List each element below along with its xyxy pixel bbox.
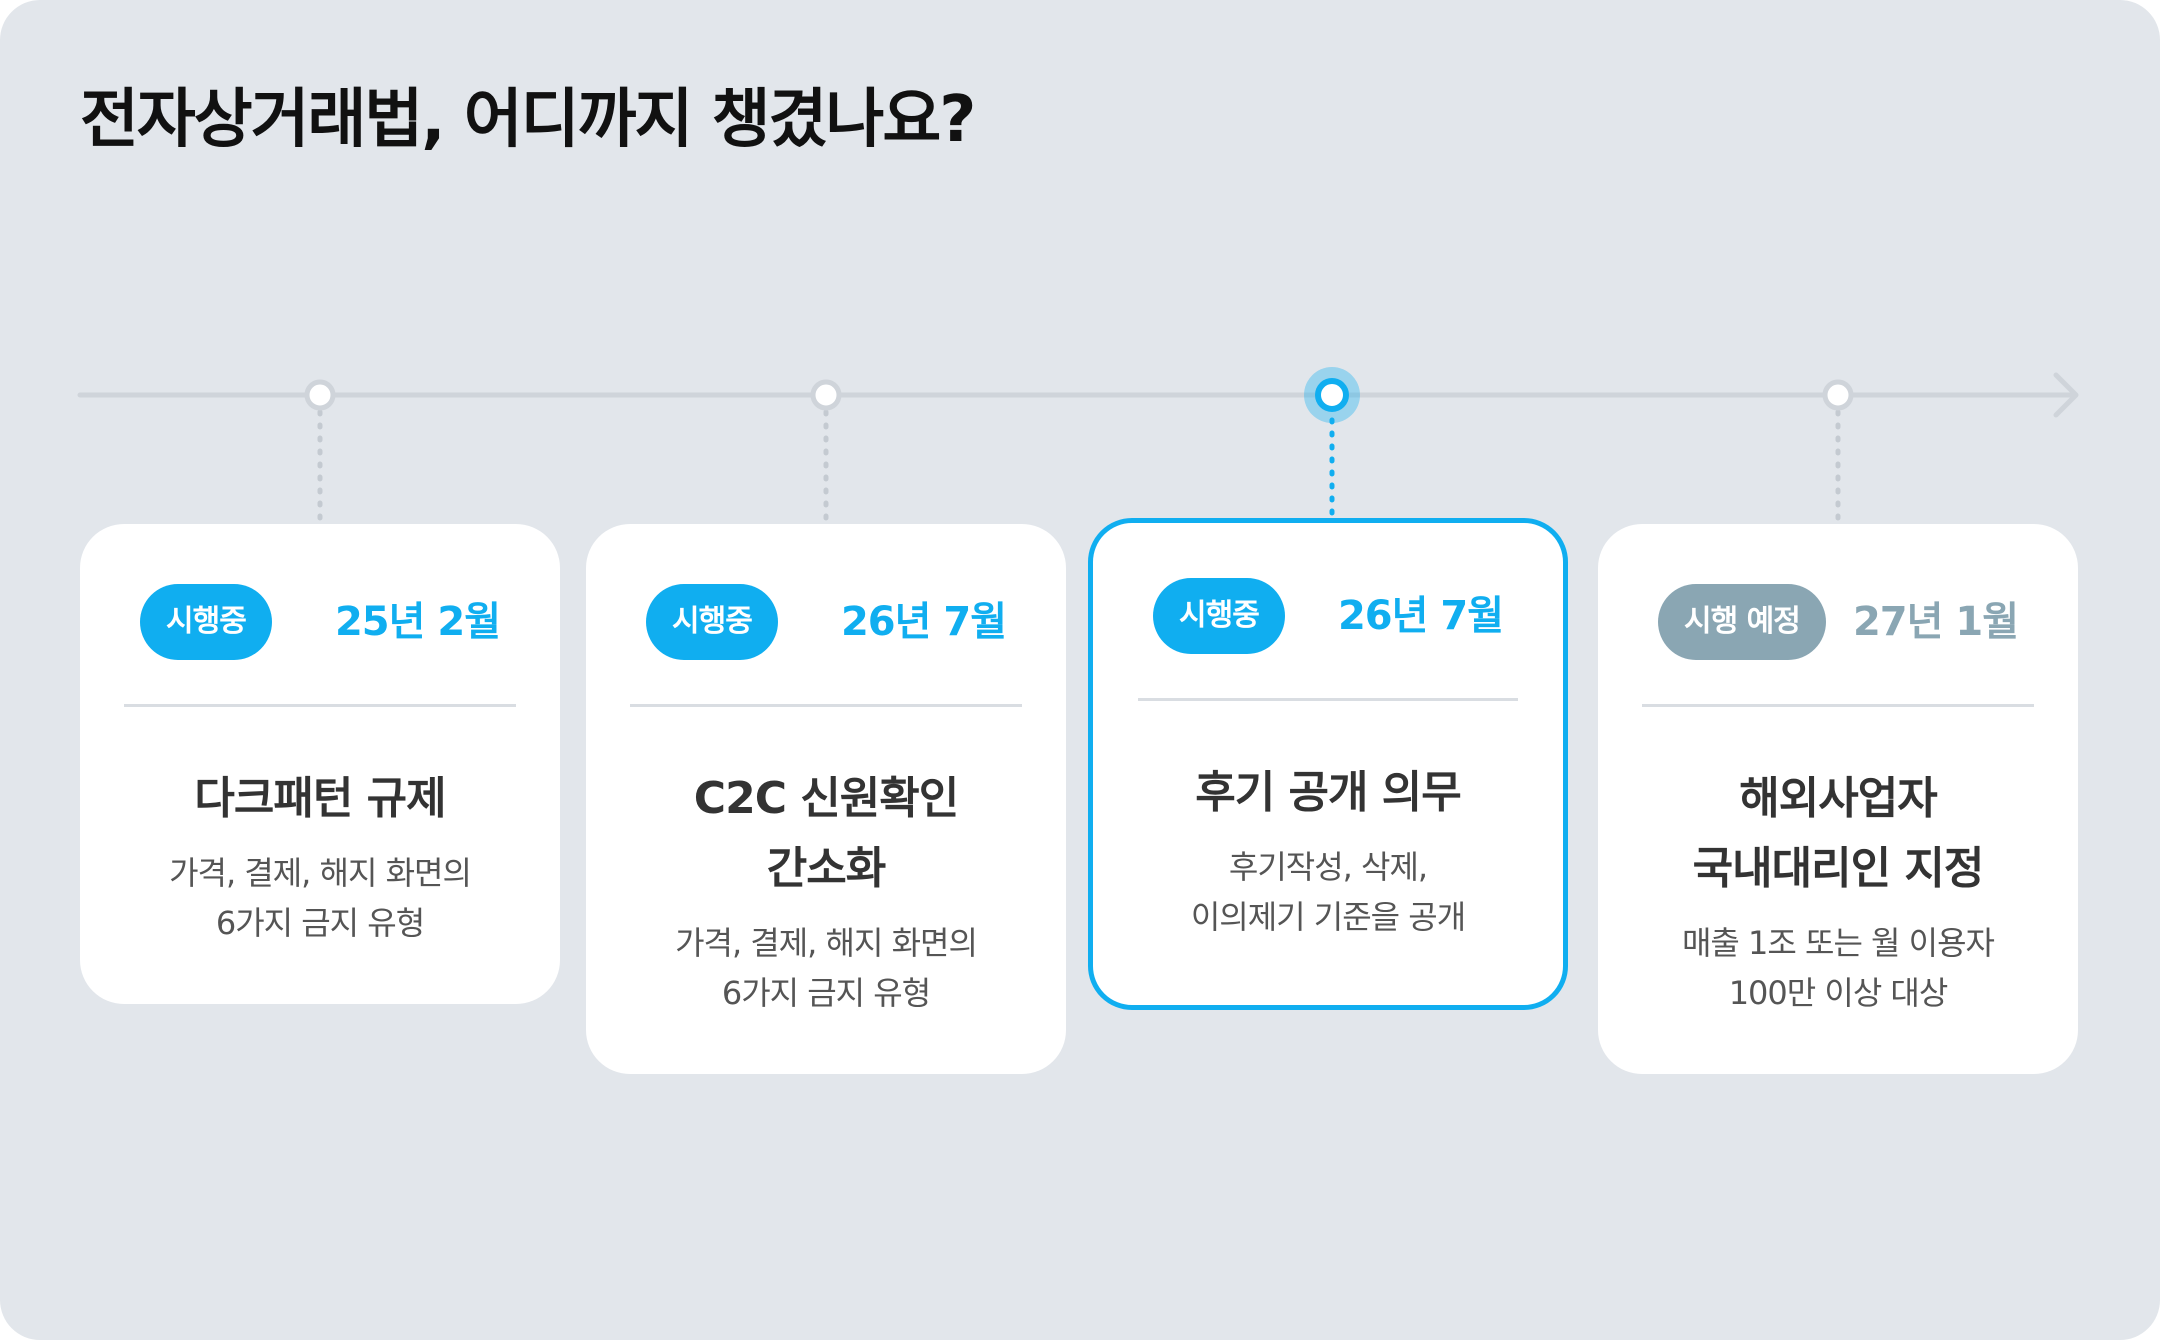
card-title-line: 간소화 bbox=[766, 843, 886, 894]
card-title: C2C 신원확인 간소화 bbox=[606, 764, 1046, 904]
card-description-line: 매출 1조 또는 월 이용자 bbox=[1681, 924, 1995, 962]
card-description: 후기작성, 삭제, 이의제기 기준을 공개 bbox=[1113, 842, 1543, 942]
card-description-line: 100만 이상 대상 bbox=[1728, 974, 1949, 1012]
timeline-arrow-head bbox=[2053, 372, 2079, 418]
card-description-line: 6가지 금지 유형 bbox=[721, 974, 931, 1012]
effective-date: 26년 7월 bbox=[1337, 593, 1504, 639]
status-badge: 시행중 bbox=[140, 584, 272, 660]
status-badge: 시행중 bbox=[646, 584, 778, 660]
card-description-line: 6가지 금지 유형 bbox=[215, 904, 425, 942]
card-c2c-verification: 시행중 26년 7월 C2C 신원확인 간소화 가격, 결제, 해지 화면의 6… bbox=[586, 524, 1066, 1074]
card-description-line: 가격, 결제, 해지 화면의 bbox=[675, 924, 978, 962]
timeline-node-3 bbox=[1315, 378, 1349, 412]
timeline-node-active-halo bbox=[1304, 367, 1360, 423]
card-title-line: 국내대리인 지정 bbox=[1692, 843, 1985, 894]
card-description-line: 후기작성, 삭제, bbox=[1228, 848, 1428, 886]
card-domestic-agent: 시행 예정 27년 1월 해외사업자 국내대리인 지정 매출 1조 또는 월 이… bbox=[1598, 524, 2078, 1074]
status-badge: 시행중 bbox=[1153, 578, 1285, 654]
card-header: 시행중 26년 7월 bbox=[586, 584, 1066, 660]
card-description: 매출 1조 또는 월 이용자 100만 이상 대상 bbox=[1618, 918, 2058, 1018]
card-title-line: C2C 신원확인 bbox=[693, 773, 959, 824]
page-title: 전자상거래법, 어디까지 챙겼나요? bbox=[80, 83, 976, 157]
card-title: 후기 공개 의무 bbox=[1113, 758, 1543, 828]
card-description: 가격, 결제, 해지 화면의 6가지 금지 유형 bbox=[100, 848, 540, 948]
card-description-line: 이의제기 기준을 공개 bbox=[1190, 898, 1466, 936]
timeline-node-1 bbox=[304, 379, 336, 411]
timeline-node-2 bbox=[810, 379, 842, 411]
card-description-line: 가격, 결제, 해지 화면의 bbox=[169, 854, 472, 892]
effective-date: 25년 2월 bbox=[334, 599, 501, 645]
effective-date: 26년 7월 bbox=[840, 599, 1007, 645]
card-title: 해외사업자 국내대리인 지정 bbox=[1618, 764, 2058, 904]
card-divider bbox=[1138, 698, 1518, 701]
card-header: 시행중 26년 7월 bbox=[1093, 578, 1563, 654]
card-description: 가격, 결제, 해지 화면의 6가지 금지 유형 bbox=[606, 918, 1046, 1018]
status-badge: 시행 예정 bbox=[1658, 584, 1826, 660]
card-review-disclosure: 시행중 26년 7월 후기 공개 의무 후기작성, 삭제, 이의제기 기준을 공… bbox=[1088, 518, 1568, 1010]
card-title-line: 다크패턴 규제 bbox=[194, 773, 446, 824]
effective-date: 27년 1월 bbox=[1852, 599, 2019, 645]
card-divider bbox=[1642, 704, 2034, 707]
card-title-line: 해외사업자 bbox=[1739, 773, 1937, 824]
card-header: 시행 예정 27년 1월 bbox=[1598, 584, 2078, 660]
timeline-node-4 bbox=[1822, 379, 1854, 411]
card-dark-pattern: 시행중 25년 2월 다크패턴 규제 가격, 결제, 해지 화면의 6가지 금지… bbox=[80, 524, 560, 1004]
card-title: 다크패턴 규제 bbox=[100, 764, 540, 834]
card-title-line: 후기 공개 의무 bbox=[1195, 767, 1462, 818]
card-divider bbox=[124, 704, 516, 707]
card-divider bbox=[630, 704, 1022, 707]
card-header: 시행중 25년 2월 bbox=[80, 584, 560, 660]
